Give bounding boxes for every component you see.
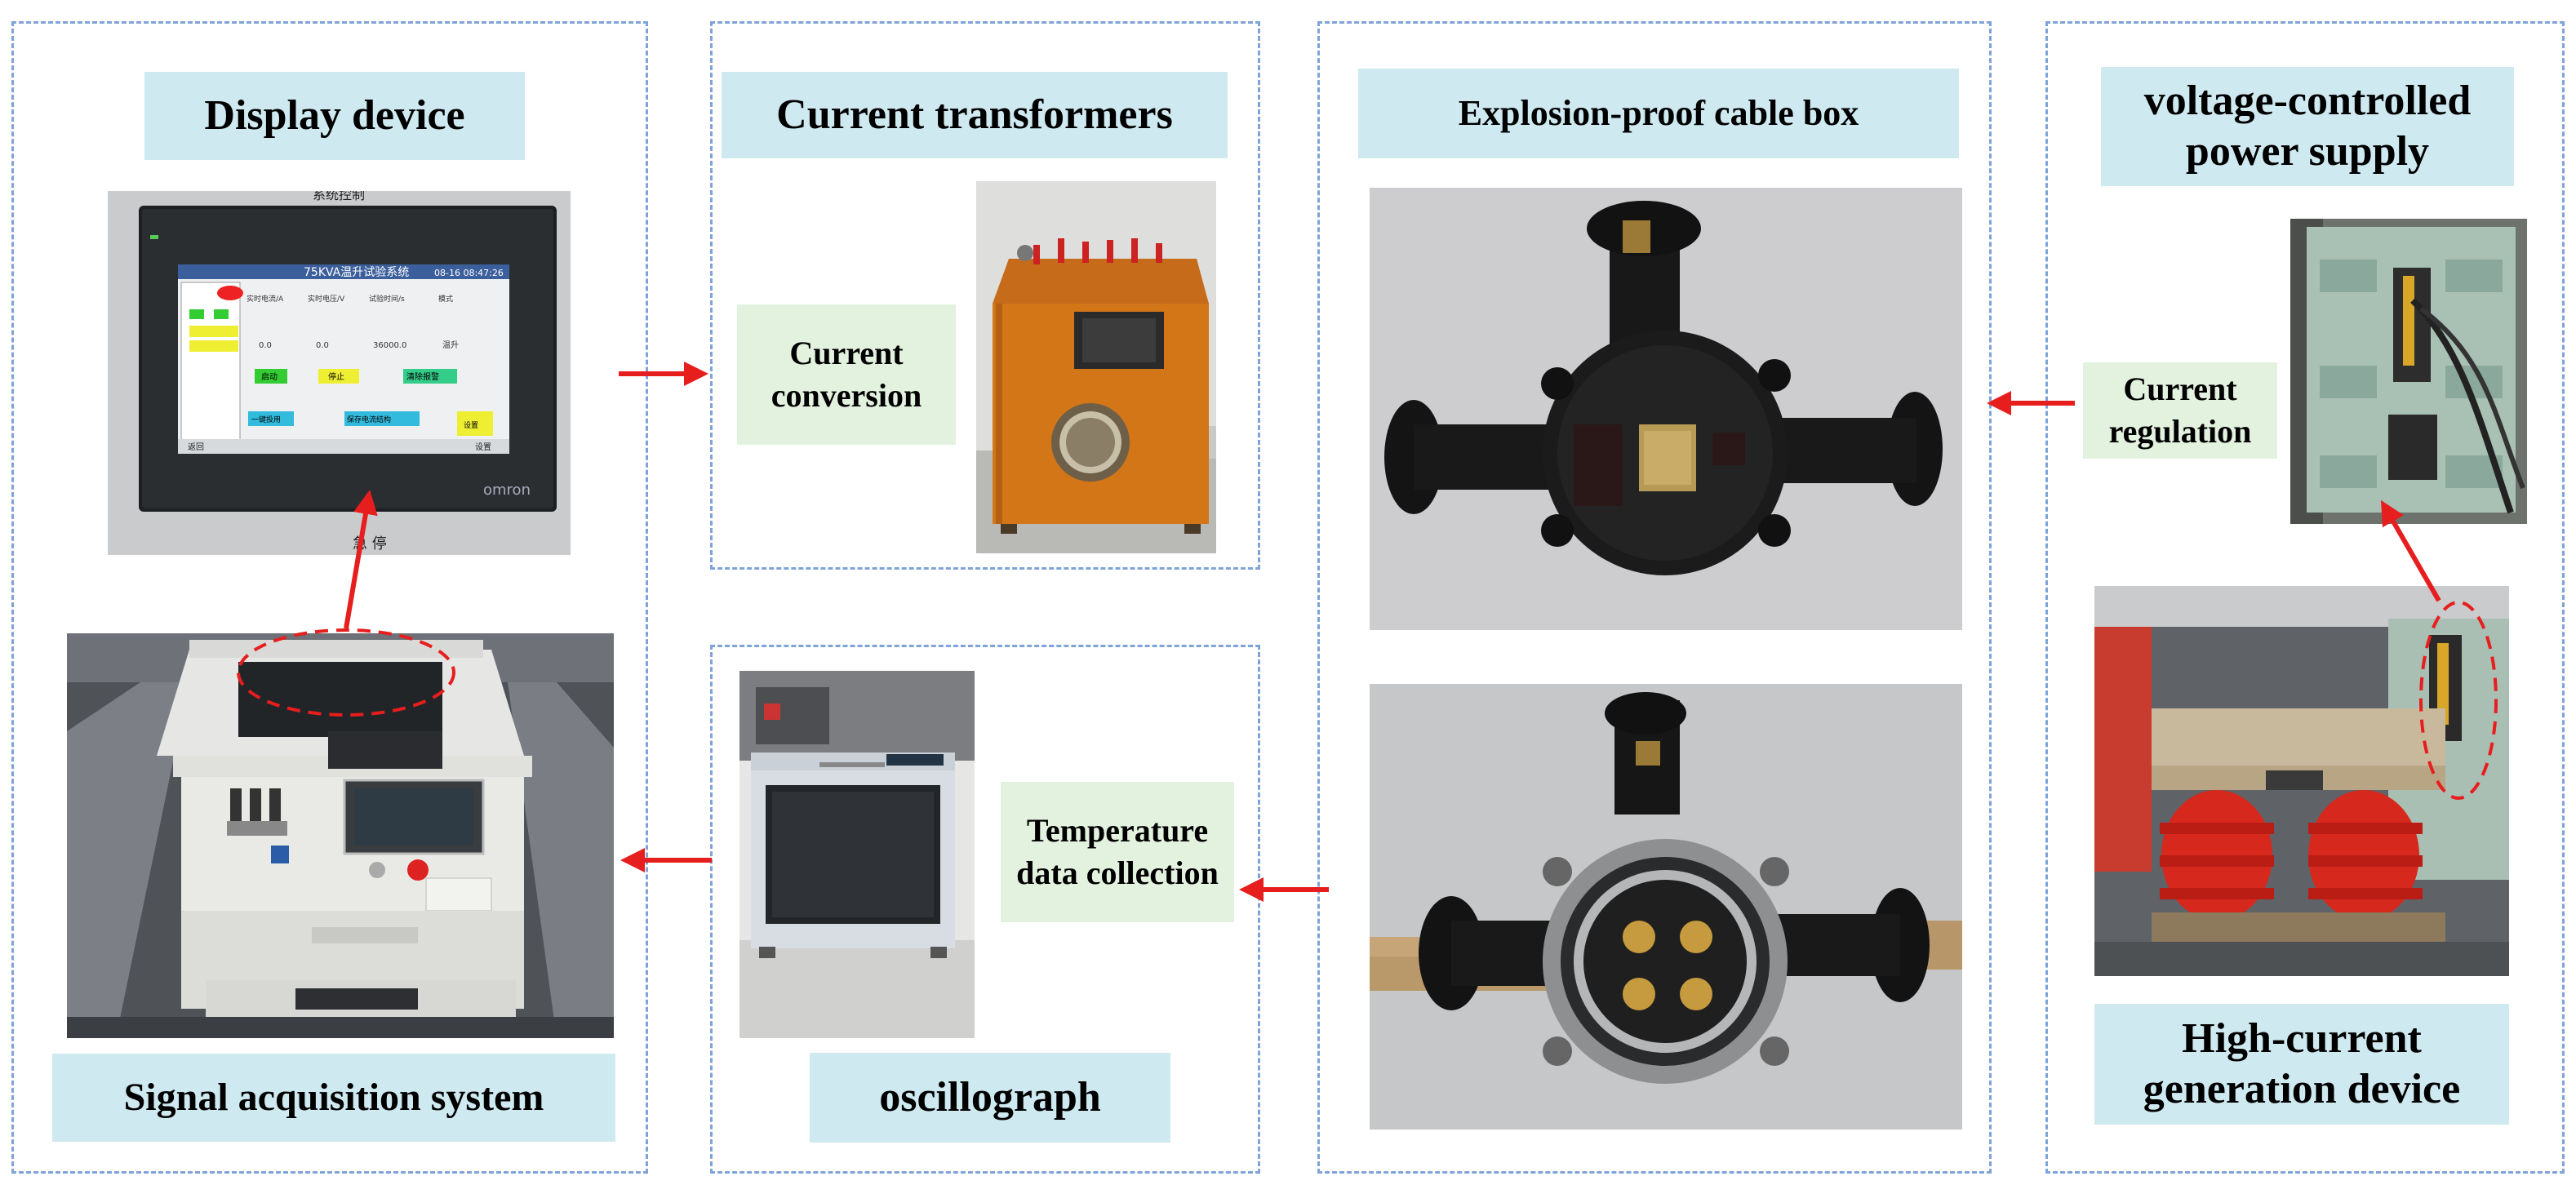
svg-text:停止: 停止 [328, 371, 344, 382]
current-transformer-photo [976, 181, 1216, 553]
panel-label-text: 系统控制 [313, 191, 365, 202]
panel-oscillograph [710, 645, 1260, 1174]
signal-acquisition-title: Signal acquisition system [52, 1054, 615, 1142]
svg-text:急 停: 急 停 [353, 535, 387, 553]
svg-text:设置: 设置 [475, 442, 491, 452]
svg-text:实时电压/V: 实时电压/V [308, 294, 345, 304]
cable-box-open-photo [1370, 684, 1962, 1130]
svg-text:实时电流/A: 实时电流/A [246, 294, 284, 304]
temperature-data-label: Temperature data collection [1001, 782, 1234, 922]
oscillograph-photo [739, 671, 975, 1038]
display-device-title: Display device [144, 72, 525, 160]
cable-box-closed-photo [1370, 188, 1962, 630]
svg-text:温升: 温升 [442, 340, 459, 350]
svg-text:模式: 模式 [438, 294, 453, 304]
svg-text:保存电流结构: 保存电流结构 [347, 415, 391, 424]
power-supply-photo [2290, 219, 2527, 524]
current-regulation-label: Current regulation [2083, 362, 2277, 459]
cable-box-title: Explosion-proof cable box [1358, 69, 1959, 158]
high-current-title: High-current generation device [2094, 1004, 2509, 1125]
svg-text:omron: omron [483, 482, 531, 499]
svg-text:0.0: 0.0 [316, 341, 329, 350]
svg-text:75KVA温升试验系统: 75KVA温升试验系统 [304, 266, 409, 279]
panel-display-signal [11, 21, 648, 1174]
current-transformers-title: Current transformers [722, 72, 1228, 158]
svg-text:36000.0: 36000.0 [373, 341, 406, 350]
power-supply-title: voltage-controlled power supply [2101, 67, 2514, 186]
svg-text:08-16 08:47:26: 08-16 08:47:26 [434, 268, 504, 278]
svg-text:试验时间/s: 试验时间/s [369, 294, 405, 304]
panel-current-transformers [710, 21, 1260, 570]
panel-cable-box [1317, 21, 1992, 1174]
svg-text:启动: 启动 [261, 371, 278, 382]
signal-acquisition-photo [67, 633, 614, 1038]
svg-text:清除报警: 清除报警 [406, 371, 439, 382]
oscillograph-title: oscillograph [810, 1053, 1170, 1143]
svg-text:返回: 返回 [188, 442, 204, 452]
svg-text:设置: 设置 [464, 421, 478, 430]
display-device-photo: 系统控制 75KVA温升试验系统 08-16 08:47:26 实时电流/A 实… [108, 191, 571, 555]
high-current-device-photo [2094, 586, 2509, 976]
panel-power-highcurrent [2045, 21, 2565, 1174]
svg-text:0.0: 0.0 [259, 341, 272, 350]
current-conversion-label: Current conversion [737, 304, 956, 445]
svg-text:一键投用: 一键投用 [251, 415, 281, 424]
